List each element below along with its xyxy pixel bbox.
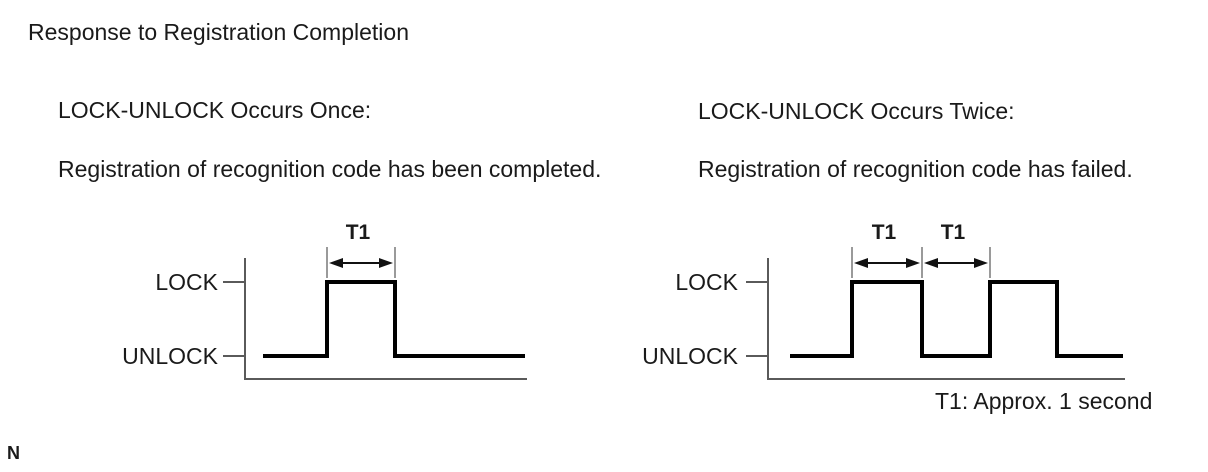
arrowhead-left-icon bbox=[854, 258, 868, 268]
arrowhead-left-icon bbox=[329, 258, 343, 268]
timing-diagram-twice: LOCK UNLOCK T1 T1 bbox=[642, 221, 1125, 380]
panel-twice-description: Registration of recognition code has fai… bbox=[698, 156, 1133, 182]
t1-duration-label: T1 bbox=[346, 221, 371, 244]
t1-duration-label: T1 bbox=[941, 221, 966, 244]
arrowhead-right-icon bbox=[906, 258, 920, 268]
arrowhead-right-icon bbox=[974, 258, 988, 268]
arrowhead-right-icon bbox=[379, 258, 393, 268]
t1-duration-label: T1 bbox=[872, 221, 897, 244]
page-title: Response to Registration Completion bbox=[28, 19, 409, 45]
signal-waveform bbox=[263, 280, 525, 358]
footnote-marker: N bbox=[7, 443, 20, 463]
lock-level-label: LOCK bbox=[675, 269, 738, 295]
unlock-level-label: UNLOCK bbox=[122, 343, 219, 369]
signal-waveform bbox=[790, 280, 1123, 358]
timing-diagram-once: LOCK UNLOCK T1 bbox=[122, 221, 527, 380]
panel-once-heading: LOCK-UNLOCK Occurs Once: bbox=[58, 97, 372, 123]
arrowhead-left-icon bbox=[924, 258, 938, 268]
panel-once-description: Registration of recognition code has bee… bbox=[58, 156, 602, 182]
lock-level-label: LOCK bbox=[155, 269, 218, 295]
panel-twice-heading: LOCK-UNLOCK Occurs Twice: bbox=[698, 98, 1015, 124]
unlock-level-label: UNLOCK bbox=[642, 343, 739, 369]
t1-legend: T1: Approx. 1 second bbox=[935, 388, 1153, 414]
